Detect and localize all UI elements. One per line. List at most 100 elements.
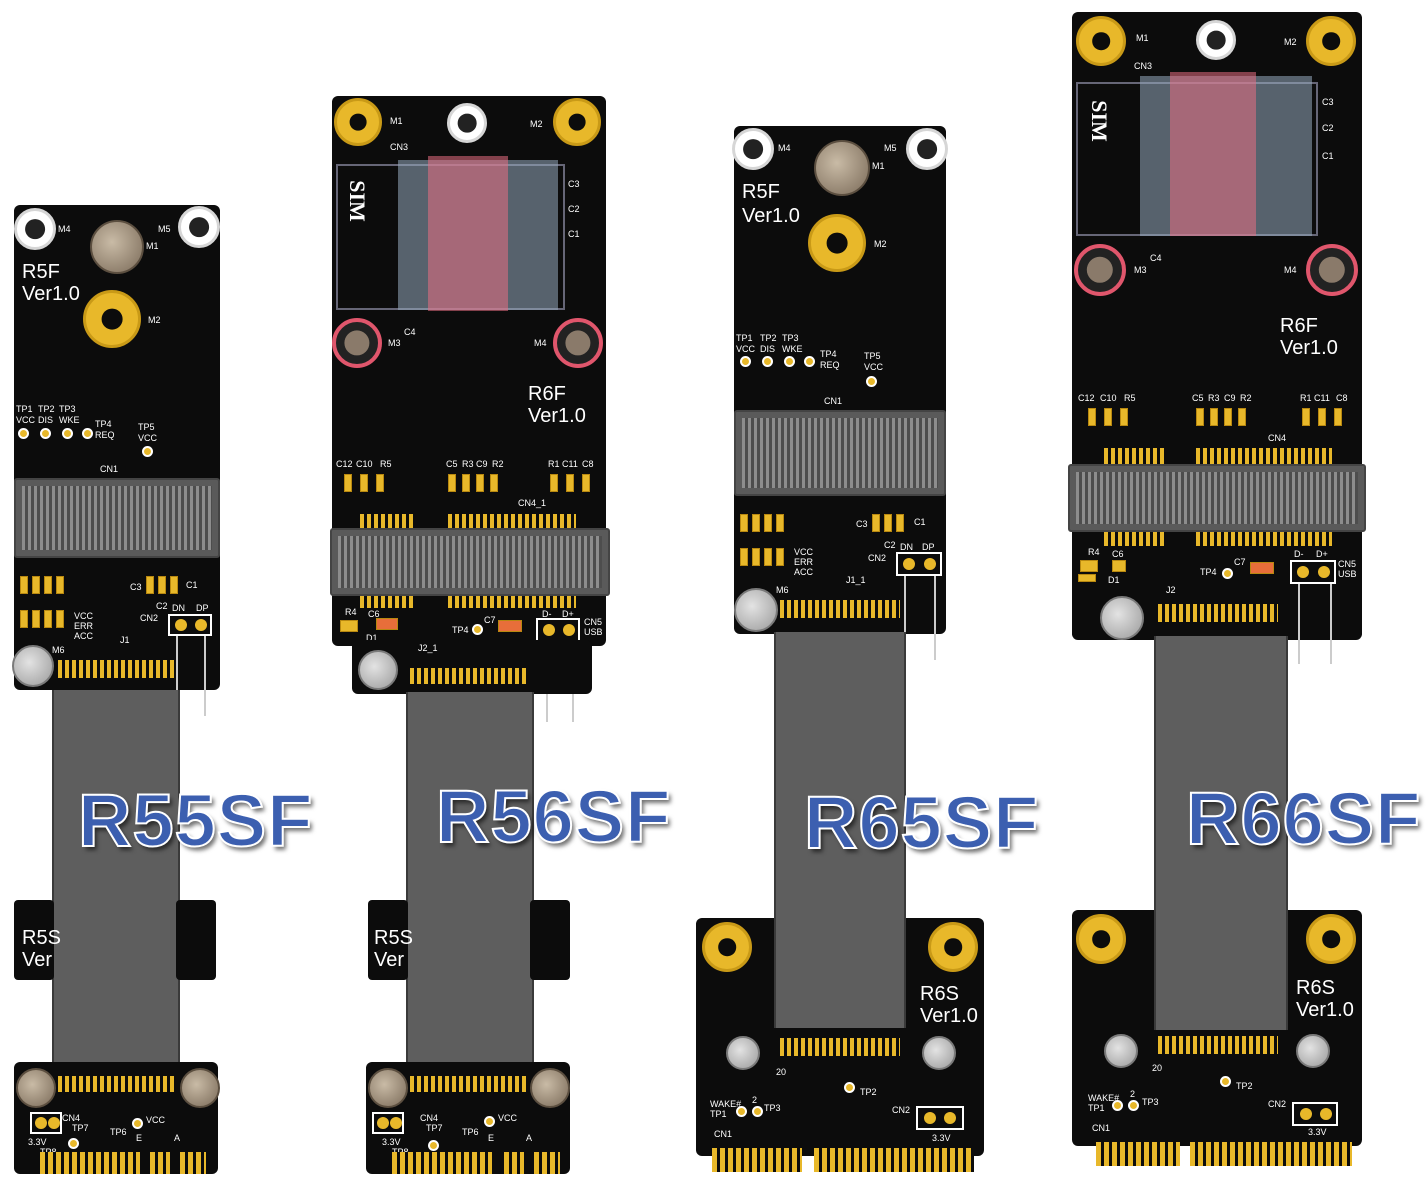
part-label: C7	[484, 615, 496, 625]
label: TP7	[426, 1123, 443, 1133]
part-label: J1_1	[846, 575, 866, 585]
tp-sub-label: VCC	[864, 362, 884, 372]
capacitor	[896, 514, 904, 532]
bottom-board-version: Ver	[374, 949, 405, 971]
cable-pins	[58, 1076, 176, 1092]
m2-edge-connector	[40, 1152, 140, 1174]
capacitor	[462, 474, 470, 492]
led	[56, 576, 64, 594]
led-label: ERR	[74, 621, 94, 631]
label-m2: M2	[874, 239, 887, 249]
standoff	[368, 1068, 408, 1108]
mini-pcie-edge-connector	[1096, 1142, 1180, 1166]
part-label: D+	[1316, 549, 1328, 559]
mount-hole-center	[1196, 20, 1236, 60]
model-label: R65SF	[803, 780, 1040, 865]
testpoint	[18, 428, 29, 439]
label-m3: M3	[1134, 265, 1147, 275]
capacitor	[1210, 408, 1218, 426]
slot-pins	[448, 514, 576, 528]
part-label: R5	[1124, 393, 1136, 403]
part-label: USB	[584, 627, 603, 637]
tp-sub-label: VCC	[736, 344, 756, 354]
header-pins	[176, 636, 206, 716]
mount-hole-m4	[14, 208, 56, 250]
testpoint	[844, 1082, 855, 1093]
bracket-left	[368, 900, 408, 980]
connector-label: CN1	[100, 464, 119, 474]
led	[20, 576, 28, 594]
tp-label: TP5	[864, 351, 881, 361]
label: TP1	[710, 1109, 727, 1119]
part-label: C7	[1234, 557, 1246, 567]
m2-slot	[330, 528, 610, 596]
cable-pins	[58, 660, 176, 678]
bottom-board-name: R5S	[374, 927, 413, 949]
label: 3.3V	[1308, 1127, 1327, 1137]
part-label: CN2	[868, 553, 887, 563]
standoff-m1	[90, 220, 144, 274]
slot-pins	[360, 514, 416, 528]
part-label: C1	[1322, 151, 1334, 161]
standoff	[530, 1068, 570, 1108]
tp-sub-label: WKE	[59, 415, 80, 425]
led	[740, 548, 748, 566]
testpoint	[736, 1106, 747, 1117]
part-label: R1	[548, 459, 560, 469]
capacitor	[376, 474, 384, 492]
mount-hole-m3	[1074, 244, 1126, 296]
part-label: CN2	[140, 613, 159, 623]
diode	[1080, 560, 1098, 572]
mount-hole-m4	[1306, 244, 1358, 296]
m2-edge-connector-short	[504, 1152, 524, 1174]
connector-label: CN4_1	[518, 498, 547, 508]
label-m4: M4	[58, 224, 71, 234]
part-label: C2	[568, 204, 580, 214]
part-label: C9	[1224, 393, 1236, 403]
part-label: C3	[1322, 97, 1334, 107]
capacitor	[884, 514, 892, 532]
mount-hole-m3	[332, 318, 382, 368]
led	[20, 610, 28, 628]
testpoint	[142, 446, 153, 457]
part-label: C3	[568, 179, 580, 189]
pin-header	[1292, 1102, 1338, 1126]
bottom-board-name: R6S	[920, 983, 959, 1005]
part-label: R4	[345, 607, 357, 617]
slot-pins	[1196, 532, 1332, 546]
bottom-board-name: R5S	[22, 927, 61, 949]
label-m1: M1	[146, 241, 159, 251]
standoff	[922, 1036, 956, 1070]
capacitor	[1334, 408, 1342, 426]
board-version: Ver1.0	[528, 405, 586, 427]
label: CN4	[420, 1113, 439, 1123]
diode	[376, 618, 398, 630]
mount-hole-m2	[1306, 16, 1356, 66]
capacitor	[1302, 408, 1310, 426]
mini-pcie-edge-connector	[814, 1148, 974, 1172]
tp-label: TP3	[782, 333, 799, 343]
sim-slot-label: CN3	[390, 142, 409, 152]
mini-pcie-edge-connector	[712, 1148, 802, 1172]
part-label: D1	[366, 633, 378, 643]
capacitor	[476, 474, 484, 492]
led	[56, 610, 64, 628]
led	[764, 514, 772, 532]
mount-hole	[1076, 914, 1126, 964]
testpoint	[740, 356, 751, 367]
part-label: R4	[1088, 547, 1100, 557]
mount-hole-m1	[1076, 16, 1126, 66]
connector-label: CN4	[1268, 433, 1287, 443]
product-r55sf: M4 M1 M5 M2 R5F Ver1.0 TP1 TP2 TP3 TP4 T…	[0, 0, 313, 1181]
part-label: TP4	[452, 625, 469, 635]
led-label: ACC	[74, 631, 94, 641]
mini-pcie-edge-connector	[1190, 1142, 1352, 1166]
led	[776, 548, 784, 566]
label-m1: M1	[872, 161, 885, 171]
part-label: C5	[1192, 393, 1204, 403]
standoff	[1100, 596, 1144, 640]
led	[752, 548, 760, 566]
standoff	[180, 1068, 220, 1108]
part-label: D1	[1108, 575, 1120, 585]
